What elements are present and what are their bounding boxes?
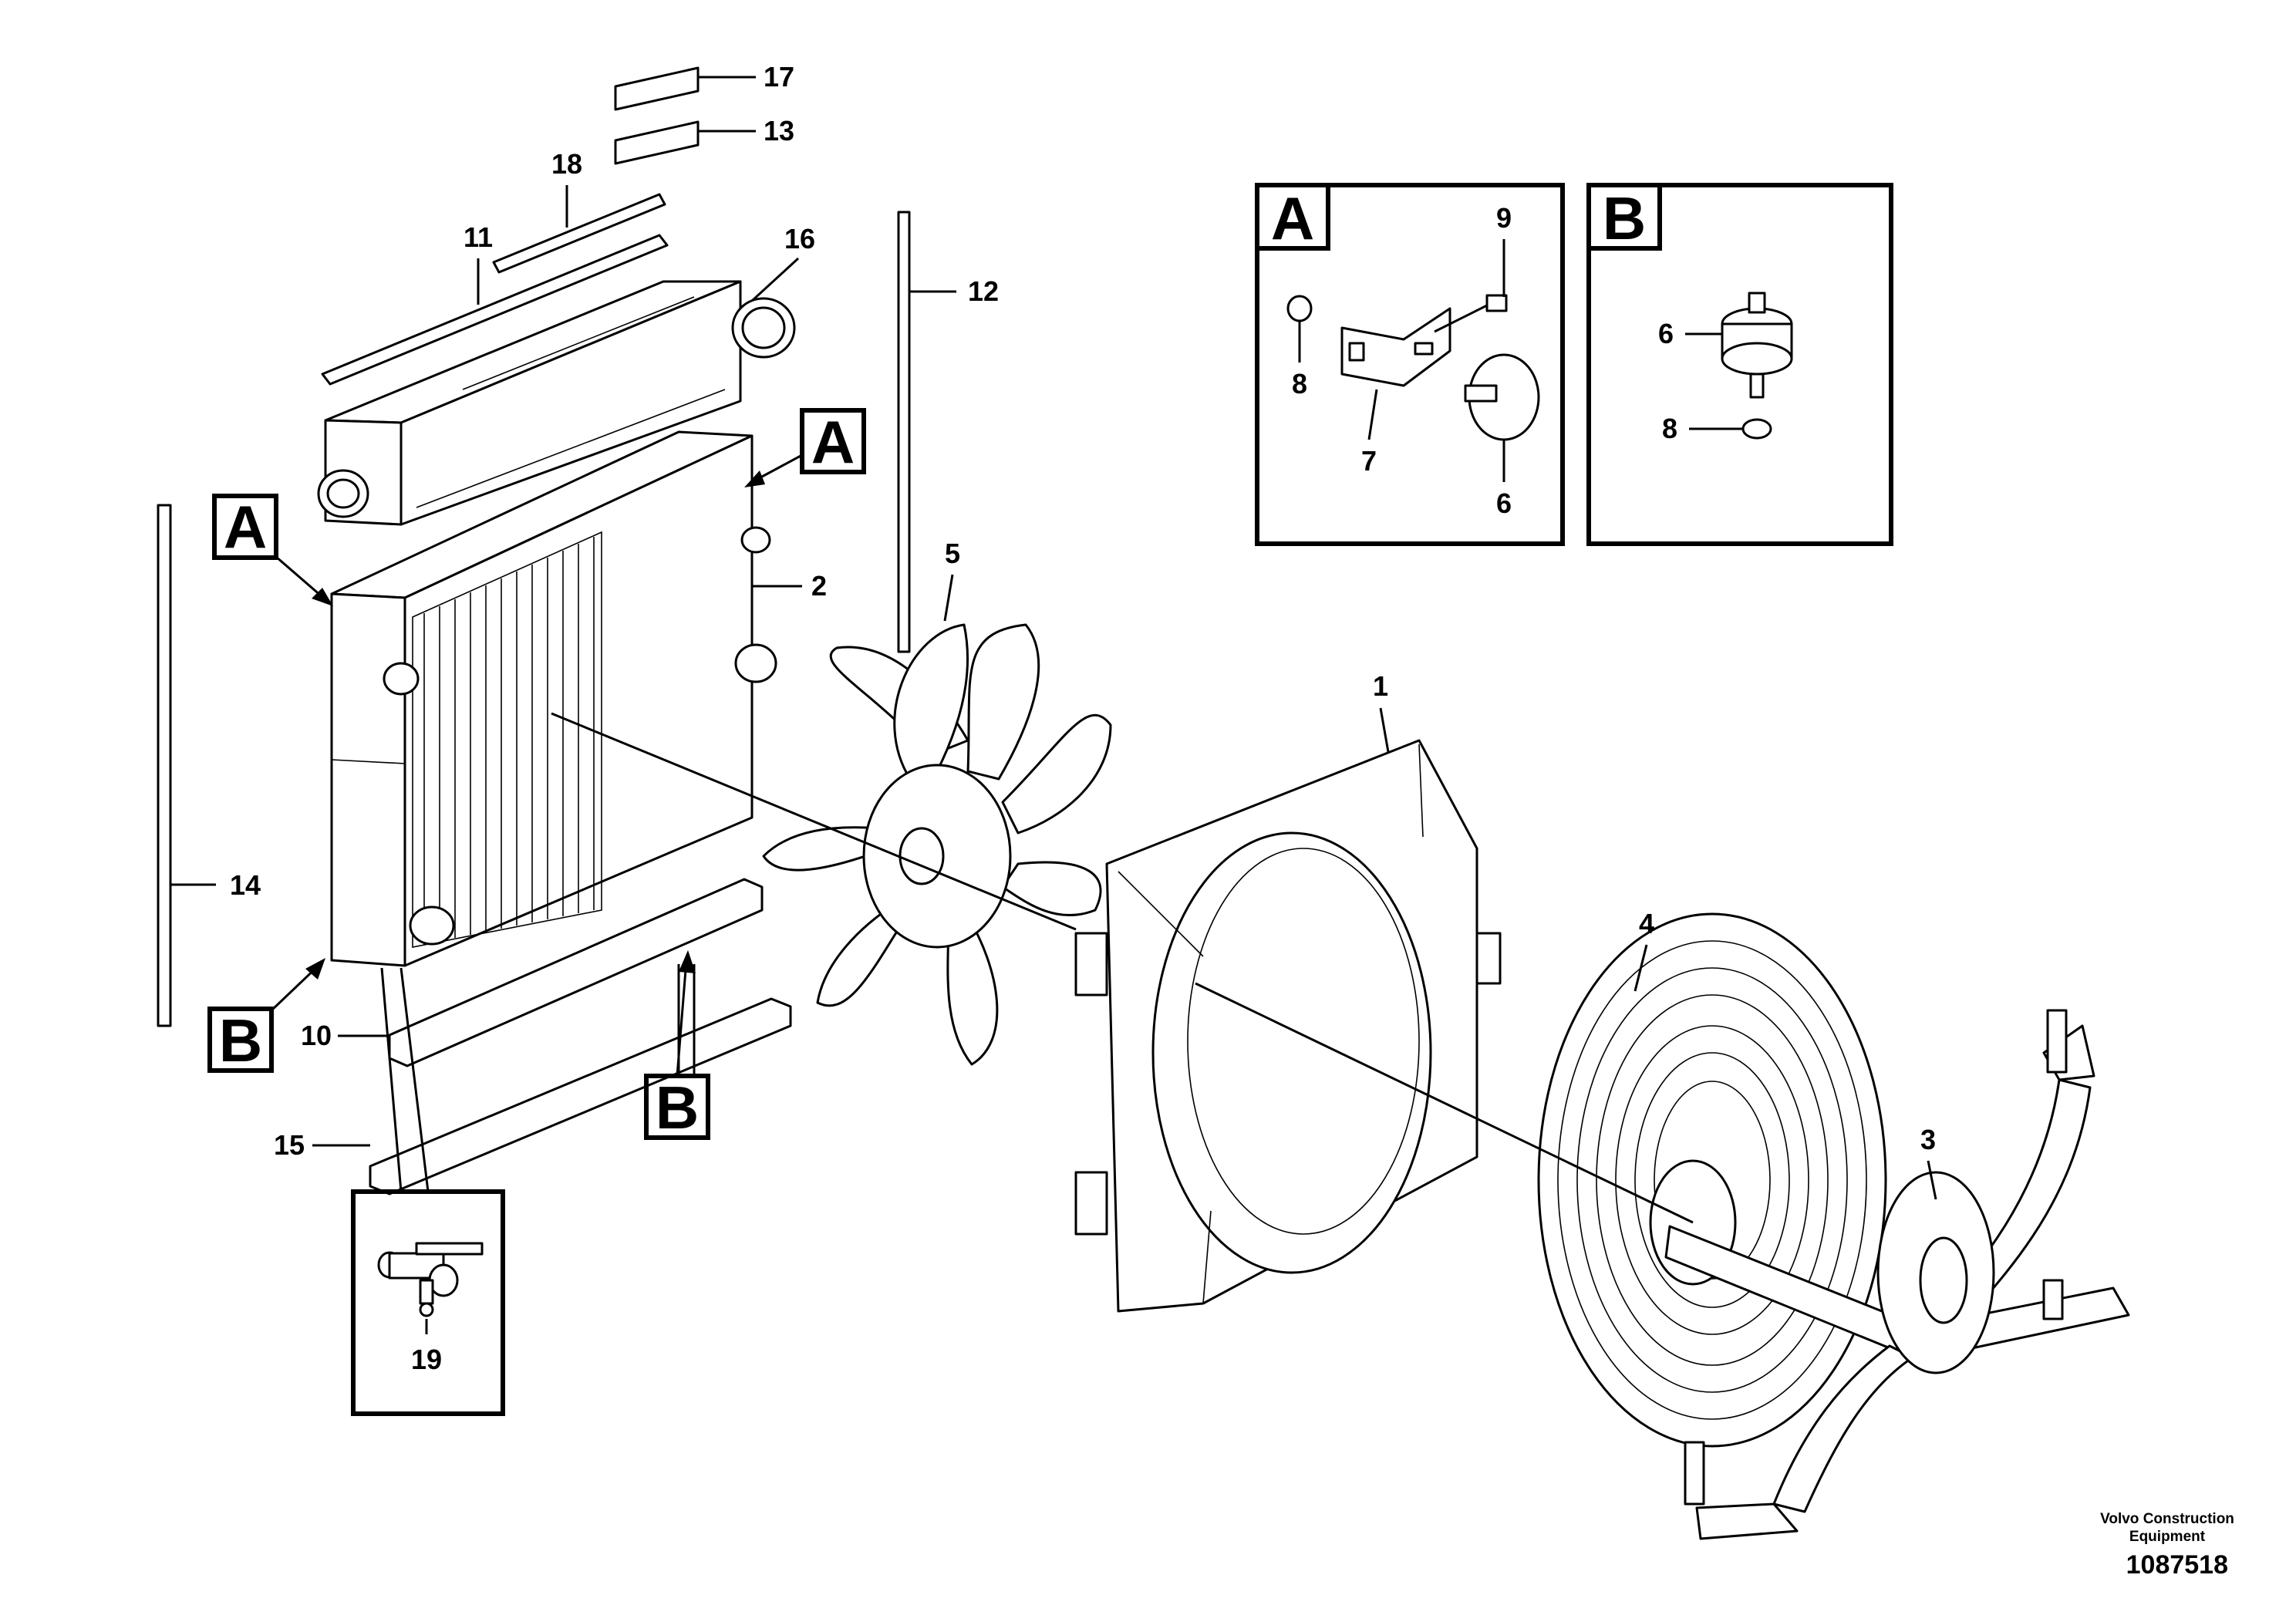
callout-9: 9 [1496,202,1512,234]
block-13 [614,120,700,165]
callout-7: 7 [1361,445,1377,477]
seal-strip-11 [321,234,669,386]
callout-5: 5 [945,538,960,569]
mounting-bracket-assembly [1286,294,1540,441]
callout-19: 19 [411,1344,442,1375]
rubber-mount [1721,292,1793,440]
callout-8-detail-a: 8 [1292,368,1307,400]
callout-10: 10 [301,1020,332,1051]
callout-13: 13 [764,115,794,147]
detail-box-b [1586,183,1893,546]
seal-strip-18 [492,193,666,274]
radiator [330,430,777,967]
detail-box-a [1255,183,1565,546]
callout-12: 12 [968,275,999,307]
fan-guard [1537,912,1887,1448]
view-a-marker-right [800,408,866,474]
fan-shroud [1074,739,1502,1313]
callout-4: 4 [1639,908,1654,939]
view-b-marker-mid-label: B [656,1074,699,1141]
view-a-marker-right-label: A [811,408,855,476]
block-17 [614,66,700,111]
cooling-fan [762,623,1112,1066]
charge-air-cooler [317,280,796,526]
detail-box-b-tab [1586,183,1662,251]
callout-2: 2 [811,570,827,602]
callout-18: 18 [551,148,582,180]
drain-valve [377,1242,484,1317]
callout-14: 14 [230,869,261,901]
seal-strip-15 [369,997,792,1195]
callout-3: 3 [1920,1124,1936,1155]
callout-17: 17 [764,61,794,93]
company-name: Volvo Construction Equipment [2100,1511,2234,1545]
view-b-marker-left [207,1007,274,1073]
callout-6-detail-b: 6 [1658,318,1674,349]
callout-8-detail-b: 8 [1662,413,1677,444]
detail-box-a-tab [1255,183,1330,251]
callout-15: 15 [274,1129,305,1161]
callout-11: 11 [464,221,493,253]
seal-strip-12 [897,211,911,653]
view-b-marker-left-label: B [219,1007,262,1074]
detail-box-a-label: A [1271,184,1314,252]
view-a-marker-left [212,494,278,560]
callout-1: 1 [1373,670,1388,702]
fan-guard-bracket [1664,1009,2130,1540]
callout-6-detail-a: 6 [1496,487,1512,519]
view-a-marker-left-label: A [224,493,267,561]
document-number: 1087518 [2126,1550,2228,1580]
detail-box-b-label: B [1603,184,1646,252]
seal-strip-14 [157,504,172,1027]
callout-16: 16 [784,223,815,255]
